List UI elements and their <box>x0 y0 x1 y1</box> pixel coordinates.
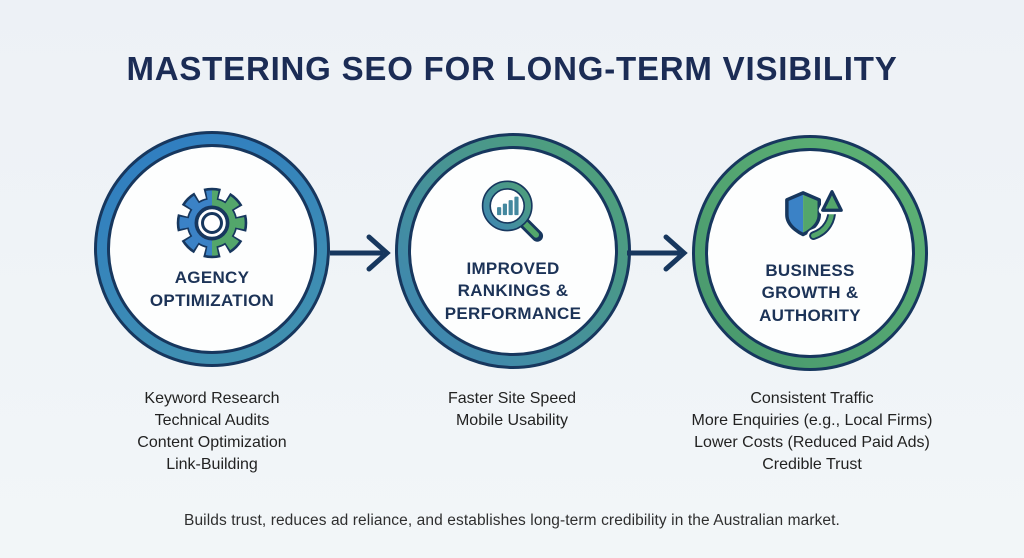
footer-note: Builds trust, reduces ad reliance, and e… <box>184 512 840 529</box>
step-benefits-list: Keyword Research Technical Audits Conten… <box>32 388 392 476</box>
step-circle-inner: BUSINESS GROWTH & AUTHORITY <box>705 148 915 358</box>
step-circle-inner: AGENCY OPTIMIZATION <box>107 144 317 354</box>
step-circle-business-growth: BUSINESS GROWTH & AUTHORITY <box>692 135 928 371</box>
gear-icon <box>176 188 248 259</box>
list-item: Technical Audits <box>154 412 270 429</box>
list-item: Link-Building <box>166 456 258 473</box>
step-benefits-list: Faster Site Speed Mobile Usability <box>332 388 692 432</box>
list-item: Content Optimization <box>137 434 287 451</box>
arrow-icon <box>627 234 688 272</box>
list-item: Mobile Usability <box>455 412 569 429</box>
step-benefits-list: Consistent Traffic More Enquiries (e.g.,… <box>632 388 992 476</box>
arrow-icon <box>330 234 391 272</box>
step-label: IMPROVED RANKINGS & PERFORMANCE <box>444 259 582 323</box>
list-item: Consistent Traffic <box>750 390 874 407</box>
step-circle-ring: AGENCY OPTIMIZATION <box>94 131 330 367</box>
list-item: Lower Costs (Reduced Paid Ads) <box>694 434 930 451</box>
list-item: Faster Site Speed <box>447 390 577 407</box>
step-label: BUSINESS GROWTH & AUTHORITY <box>759 261 861 325</box>
step-circle-ring: IMPROVED RANKINGS & PERFORMANCE <box>395 133 631 369</box>
step-label: AGENCY OPTIMIZATION <box>149 268 275 310</box>
step-circle-agency-optimization: AGENCY OPTIMIZATION <box>94 131 330 367</box>
list-item: Credible Trust <box>762 456 862 473</box>
step-circle-ring: BUSINESS GROWTH & AUTHORITY <box>692 135 928 371</box>
page-title: MASTERING SEO FOR LONG-TERM VISIBILITY <box>126 50 898 87</box>
step-circle-improved-rankings: IMPROVED RANKINGS & PERFORMANCE <box>395 133 631 369</box>
step-circle-inner: IMPROVED RANKINGS & PERFORMANCE <box>408 146 618 356</box>
list-item: Keyword Research <box>144 390 280 407</box>
shield-growth-arrow-icon <box>785 188 846 243</box>
list-item: More Enquiries (e.g., Local Firms) <box>691 412 933 429</box>
search-bar-chart-icon <box>481 180 544 243</box>
